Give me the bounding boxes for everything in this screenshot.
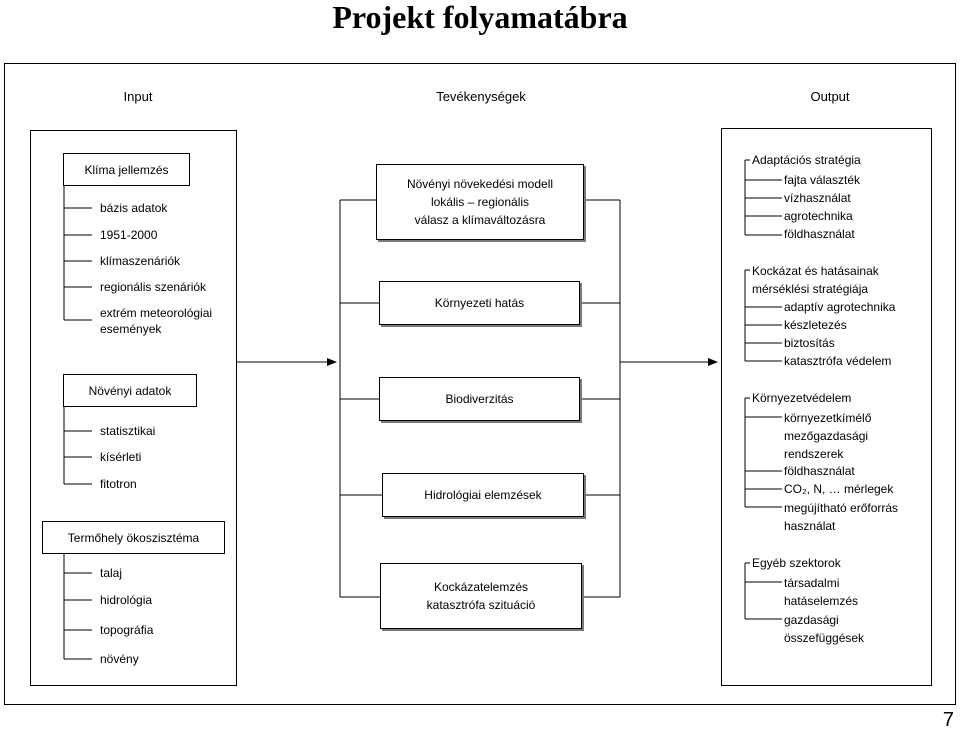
output-item: megújítható erőforrás használat xyxy=(784,501,899,533)
activity-box-environmental-impact: Környezeti hatás xyxy=(379,281,580,325)
output-item: fajta választék xyxy=(784,173,861,187)
column-header-output: Output xyxy=(810,89,850,104)
page-number: 7 xyxy=(942,709,954,731)
habitat-item: hidrológia xyxy=(100,593,153,607)
activity-label: Biodiverzitás xyxy=(445,392,514,406)
activity-box-hydrology: Hidrológiai elemzések xyxy=(382,473,584,517)
plant-item: kísérleti xyxy=(100,450,142,464)
habitat-box: Termőhely ökoszisztéma xyxy=(42,521,225,554)
activity-label: Hidrológiai elemzések xyxy=(424,488,542,502)
slide-title: Projekt folyamatábra xyxy=(332,0,628,35)
output-item: vízhasználat xyxy=(784,191,851,205)
plant-box: Növényi adatok xyxy=(63,374,197,407)
climate-item: bázis adatok xyxy=(100,201,168,215)
activity-box-growth-model: Növényi növekedési modell lokális – regi… xyxy=(376,164,584,240)
climate-item: 1951-2000 xyxy=(100,228,158,242)
habitat-item: növény xyxy=(100,652,139,666)
output-column-box xyxy=(721,128,932,686)
climate-title: Klíma jellemzés xyxy=(84,162,169,177)
activity-label: Növényi növekedési modell lokális – regi… xyxy=(406,177,554,227)
habitat-item: topográfia xyxy=(100,623,154,637)
habitat-title: Termőhely ökoszisztéma xyxy=(67,530,200,545)
column-header-input: Input xyxy=(123,89,153,104)
habitat-item: talaj xyxy=(100,566,123,580)
activity-box-biodiversity: Biodiverzitás xyxy=(379,377,580,421)
column-header-activities: Tevékenységek xyxy=(436,89,526,104)
activity-label: Kockázatelemzés katasztrófa szituáció xyxy=(426,580,536,612)
output-group-title-environment: Környezetvédelem xyxy=(752,391,852,405)
output-item: katasztrófa védelem xyxy=(784,354,892,368)
output-item: biztosítás xyxy=(784,336,835,350)
climate-item: regionális szenáriók xyxy=(100,280,207,294)
plant-item: fitotron xyxy=(100,477,137,491)
output-item: környezetkímélő mezőgazdasági rendszerek xyxy=(784,411,872,461)
diagram-frame xyxy=(4,63,956,705)
output-item: gazdasági összefüggések xyxy=(784,613,865,645)
output-group-title-other: Egyéb szektorok xyxy=(752,556,841,570)
output-group-title-risk: Kockázat és hatásainak mérséklési straté… xyxy=(752,264,879,296)
activity-box-risk-analysis: Kockázatelemzés katasztrófa szituáció xyxy=(380,563,582,629)
output-group-title-adaptation: Adaptációs stratégia xyxy=(752,153,861,167)
output-item: készletezés xyxy=(784,318,847,332)
output-item: földhasználat xyxy=(784,464,855,478)
output-item: CO₂, N, … mérlegek xyxy=(784,482,894,496)
climate-item: klímaszenáriók xyxy=(100,254,181,268)
plant-item: statisztikai xyxy=(100,424,156,438)
climate-box: Klíma jellemzés xyxy=(63,153,190,186)
output-item: földhasználat xyxy=(784,227,855,241)
output-item: adaptív agrotechnika xyxy=(784,300,896,314)
activity-label: Környezeti hatás xyxy=(434,296,525,310)
output-item: agrotechnika xyxy=(784,209,853,223)
climate-item: extrém meteorológiai események xyxy=(100,306,213,336)
output-item: társadalmi hatáselemzés xyxy=(784,576,859,608)
plant-title: Növényi adatok xyxy=(88,383,172,398)
